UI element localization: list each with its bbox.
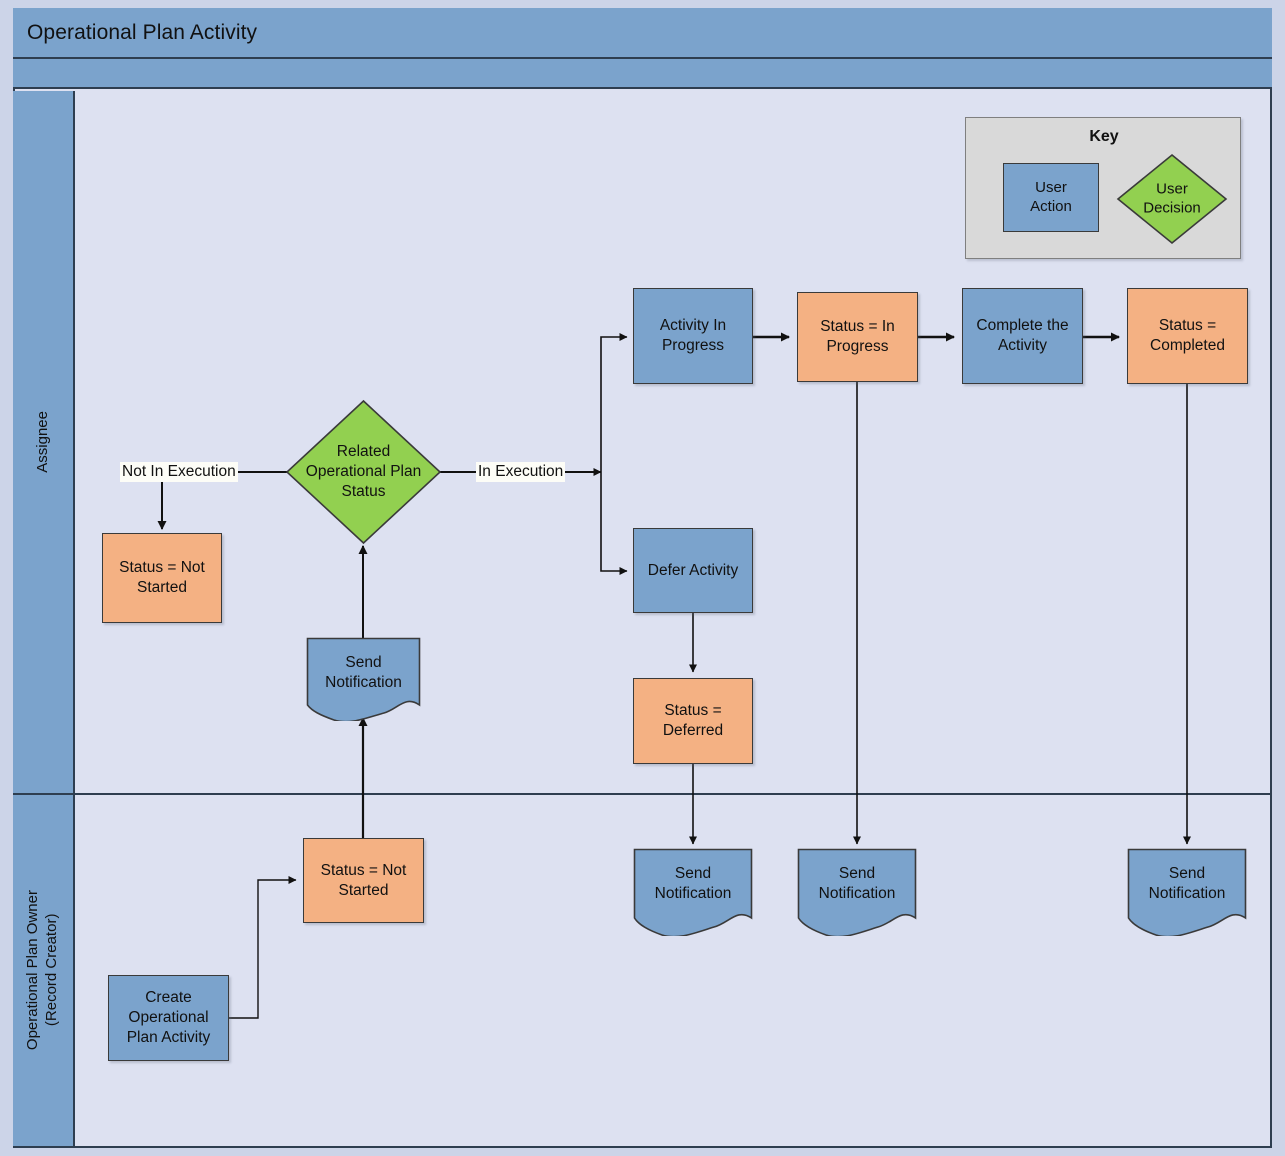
node-send-notification-in-progress[interactable]: Send Notification [797,848,917,936]
key-legend-box: Key User Action User Decision [965,117,1241,259]
pool-title: Operational Plan Activity [13,8,1272,59]
edge-label-in-execution: In Execution [476,462,566,482]
lane-header-assignee: Assignee [13,91,75,795]
node-send-notification-deferred[interactable]: Send Notification [633,848,753,936]
node-status-not-started-owner[interactable]: Status = Not Started [303,838,424,923]
node-status-not-started-assignee[interactable]: Status = Not Started [102,533,222,623]
send-notification-label: Send Notification [818,865,896,902]
node-send-notification-assignee[interactable]: Send Notification [306,637,421,721]
node-send-notification-completed[interactable]: Send Notification [1127,848,1247,936]
key-title: Key [1089,128,1119,145]
node-status-completed[interactable]: Status = Completed [1127,288,1248,384]
pool-subheader-bar [13,59,1272,89]
lane-label-assignee: Assignee [33,411,51,473]
node-activity-in-progress[interactable]: Activity In Progress [633,288,753,384]
node-defer-activity[interactable]: Defer Activity [633,528,753,613]
node-status-deferred[interactable]: Status = Deferred [633,678,753,764]
decision-label: Related Operational Plan Status [305,442,422,501]
node-status-in-progress[interactable]: Status = In Progress [797,292,918,382]
lane-label-owner: Operational Plan Owner (Record Creator) [24,890,60,1051]
edge-label-not-in-execution: Not In Execution [120,462,238,482]
key-user-decision-label: User Decision [1143,180,1201,216]
send-notification-label: Send Notification [325,654,402,691]
lane-header-owner: Operational Plan Owner (Record Creator) [13,795,75,1146]
node-complete-the-activity[interactable]: Complete the Activity [962,288,1083,384]
send-notification-label: Send Notification [1148,865,1226,902]
key-user-decision-shape: User Decision [1116,153,1228,245]
send-notification-label: Send Notification [654,865,732,902]
key-user-action-shape: User Action [1003,163,1099,232]
node-create-operational-plan-activity[interactable]: Create Operational Plan Activity [108,975,229,1061]
node-decision-related-plan-status[interactable]: Related Operational Plan Status [285,399,442,545]
